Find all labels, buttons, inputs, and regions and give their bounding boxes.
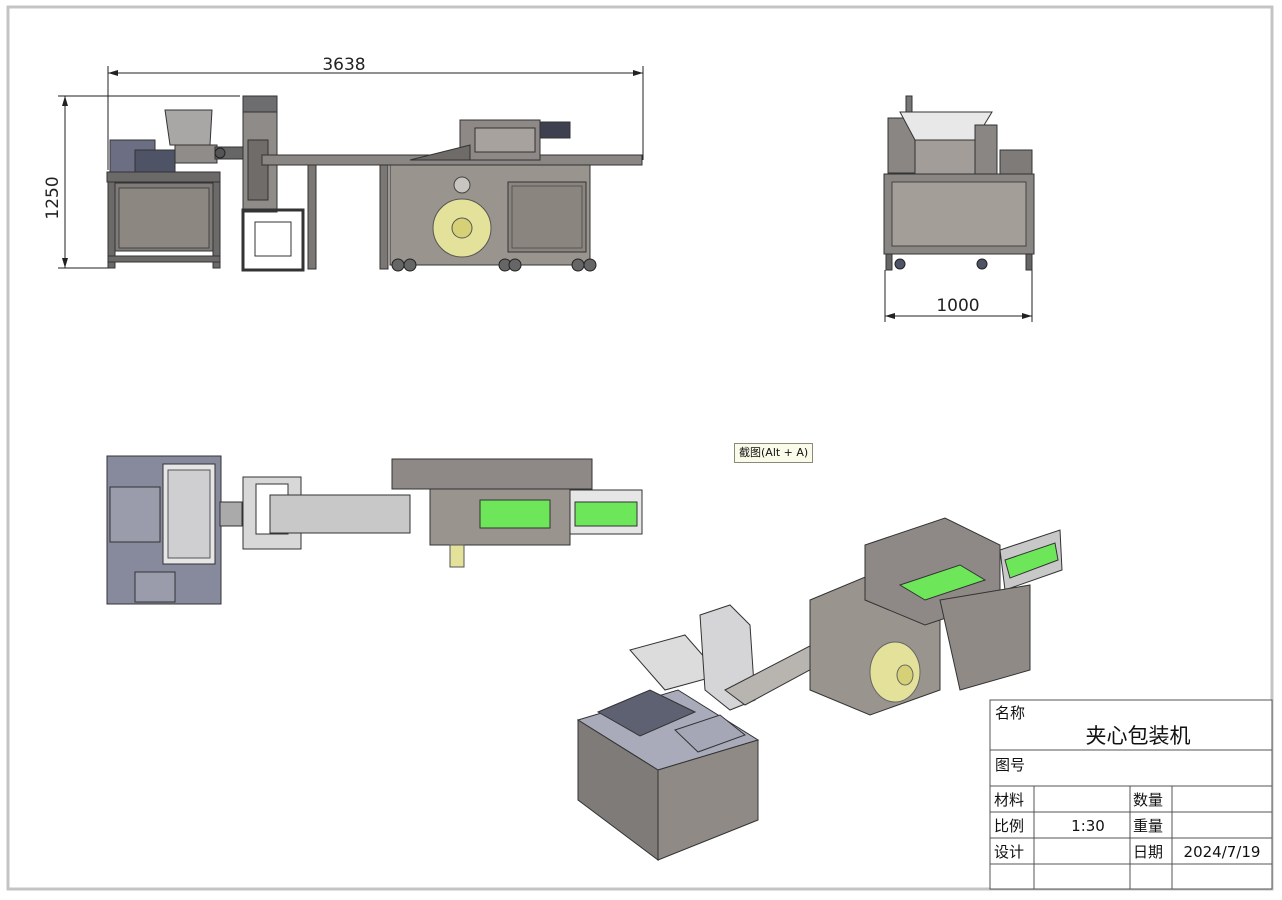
tb-weight-label: 重量 bbox=[1133, 817, 1163, 835]
caster-6 bbox=[583, 258, 597, 272]
top-film-roll bbox=[449, 544, 465, 568]
front-left-bottom-bar bbox=[107, 255, 221, 263]
top-outfeed-belt bbox=[574, 501, 638, 527]
former-head bbox=[242, 95, 278, 113]
tb-design-label: 设计 bbox=[994, 843, 1024, 861]
conveyor-leg-2 bbox=[379, 164, 389, 270]
hopper bbox=[164, 109, 213, 146]
side-right-column bbox=[974, 124, 998, 176]
dim-height: 1250 bbox=[43, 176, 63, 219]
side-leg-left bbox=[885, 253, 893, 271]
dim-arrow-right bbox=[633, 70, 643, 76]
side-caster-right bbox=[976, 258, 988, 270]
dim-width: 1000 bbox=[936, 296, 979, 316]
tb-drawing-no-label: 图号 bbox=[995, 756, 1025, 774]
tb-quantity-label: 数量 bbox=[1133, 791, 1163, 809]
top-wrapper-belt bbox=[479, 499, 551, 529]
side-leg-right bbox=[1025, 253, 1033, 271]
isometric-view bbox=[576, 517, 1063, 861]
dim-arrow-top bbox=[62, 96, 68, 106]
sheet-border bbox=[6, 5, 1274, 891]
top-extruder bbox=[219, 501, 243, 527]
wrapper-jaws bbox=[474, 127, 536, 153]
former-stand bbox=[241, 208, 305, 272]
wrapper-motor bbox=[539, 121, 571, 139]
dim-arrow-width-left bbox=[885, 313, 895, 319]
front-left-panel bbox=[118, 187, 210, 249]
tb-name-label: 名称 bbox=[995, 704, 1025, 722]
iso-control-box bbox=[674, 714, 747, 753]
tb-date-value: 2024/7/19 bbox=[1184, 843, 1261, 861]
front-left-top-frame bbox=[106, 171, 221, 183]
side-panel bbox=[891, 181, 1027, 247]
iso-cabinet-side bbox=[939, 584, 1031, 691]
dim-arrow-width-right bbox=[1022, 313, 1032, 319]
front-left-leg bbox=[107, 181, 116, 269]
side-motor bbox=[999, 149, 1033, 175]
caster-4 bbox=[508, 258, 522, 272]
tb-name-value: 夹心包装机 bbox=[1086, 724, 1191, 748]
top-control-box bbox=[134, 571, 176, 603]
tb-date-label: 日期 bbox=[1133, 843, 1163, 861]
iso-film-roll bbox=[869, 641, 921, 703]
gear-wheel bbox=[453, 176, 471, 194]
former-stand-opening bbox=[254, 221, 292, 257]
caster-5 bbox=[571, 258, 585, 272]
screenshot-tooltip: 截图(Alt + A) bbox=[734, 443, 814, 463]
iso-outfeed-belt bbox=[1004, 542, 1059, 579]
front-view: 3638 1250 bbox=[43, 55, 644, 272]
film-guide bbox=[409, 144, 471, 161]
top-view bbox=[106, 455, 643, 605]
tb-scale-value: 1:30 bbox=[1071, 817, 1105, 835]
top-left-motor bbox=[109, 486, 161, 543]
dim-arrow-left bbox=[108, 70, 118, 76]
iso-motor-box bbox=[596, 689, 697, 737]
front-right-leg bbox=[212, 181, 221, 269]
extruder-body bbox=[174, 144, 218, 164]
top-wrapper-cover bbox=[391, 458, 593, 490]
dim-total-length: 3638 bbox=[322, 55, 365, 75]
tb-scale-label: 比例 bbox=[994, 817, 1024, 835]
title-block: 名称 夹心包装机 图号 材料 数量 比例 1:30 重量 设计 日期 2024/… bbox=[989, 699, 1273, 890]
top-conveyor bbox=[269, 494, 411, 534]
caster-1 bbox=[391, 258, 405, 272]
wrapper-door-inner bbox=[511, 185, 583, 249]
wrapper-door bbox=[507, 181, 587, 253]
iso-wrapper-belt bbox=[898, 564, 987, 601]
iso-left-table-side bbox=[657, 739, 759, 861]
iso-film-roll-core bbox=[896, 664, 914, 686]
side-caster-left bbox=[894, 258, 906, 270]
film-roll-core bbox=[451, 217, 473, 239]
side-view: 1000 bbox=[883, 95, 1035, 322]
tb-material-label: 材料 bbox=[994, 791, 1024, 809]
side-hopper-body bbox=[914, 139, 976, 175]
former-inner bbox=[247, 139, 269, 201]
conveyor-leg-1 bbox=[307, 164, 317, 270]
title-block-frame bbox=[989, 699, 1273, 890]
nozzle-flange bbox=[214, 147, 226, 159]
motor-cover bbox=[134, 149, 176, 173]
dim-arrow-bottom bbox=[62, 258, 68, 268]
top-hopper-inner bbox=[167, 469, 211, 559]
caster-2 bbox=[403, 258, 417, 272]
